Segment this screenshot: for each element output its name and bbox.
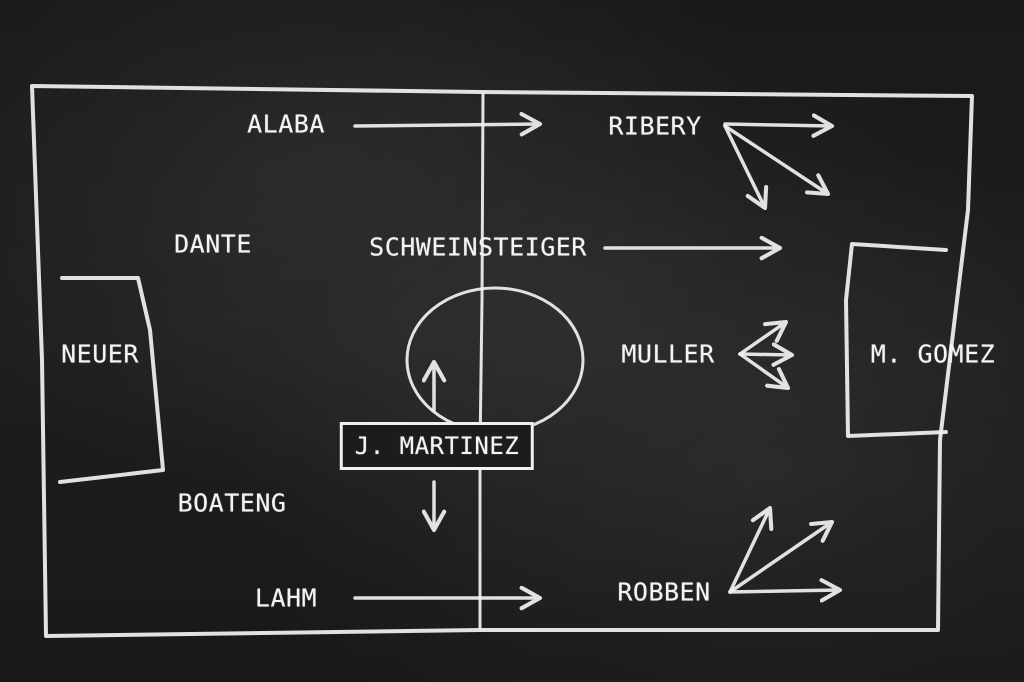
robben-arrow-up <box>728 505 774 594</box>
muller-arrow-up <box>738 319 789 356</box>
player-robben: ROBBEN <box>617 577 711 607</box>
player-gomez: M. GOMEZ <box>870 339 996 369</box>
player-ribery: RIBERY <box>608 111 702 141</box>
player-muller: MULLER <box>621 339 715 369</box>
player-martinez: J. MARTINEZ <box>339 422 535 470</box>
muller-arrow-forward <box>738 342 795 367</box>
ribery-arrow-diagonal <box>723 124 831 197</box>
ribery-arrow-forward <box>723 113 835 138</box>
robben-arrow-diagonal <box>728 519 835 594</box>
halfway-line <box>478 92 485 630</box>
muller-arrow-down <box>738 352 791 391</box>
player-boateng: BOATENG <box>177 488 287 518</box>
alaba-arrow <box>353 111 543 137</box>
robben-arrow-forward <box>728 578 843 603</box>
player-neuer: NEUER <box>61 339 139 369</box>
right-penalty-box <box>844 242 948 438</box>
left-penalty-box <box>58 276 165 484</box>
player-lahm: LAHM <box>254 583 318 613</box>
pitch-outline <box>30 84 974 638</box>
ribery-arrow-down <box>723 124 769 211</box>
player-alaba: ALABA <box>247 109 325 139</box>
player-dante: DANTE <box>174 229 252 259</box>
player-schweinsteiger: SCHWEINSTEIGER <box>369 232 587 262</box>
